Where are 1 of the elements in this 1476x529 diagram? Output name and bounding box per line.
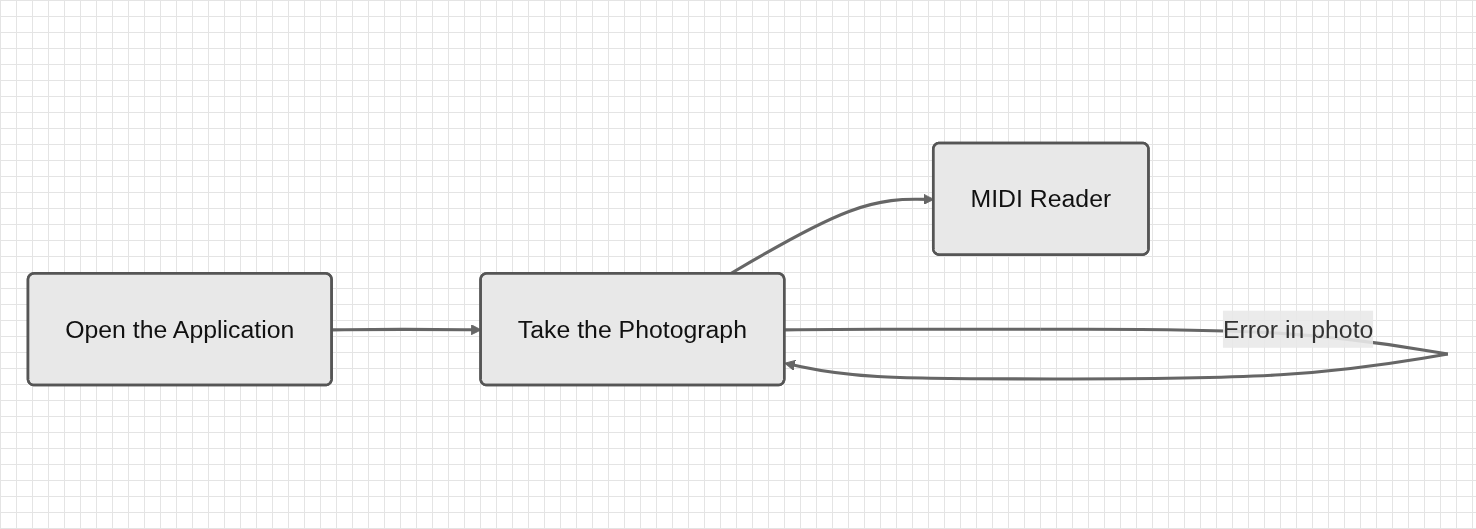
edge-label: Error in photo	[1222, 316, 1374, 344]
